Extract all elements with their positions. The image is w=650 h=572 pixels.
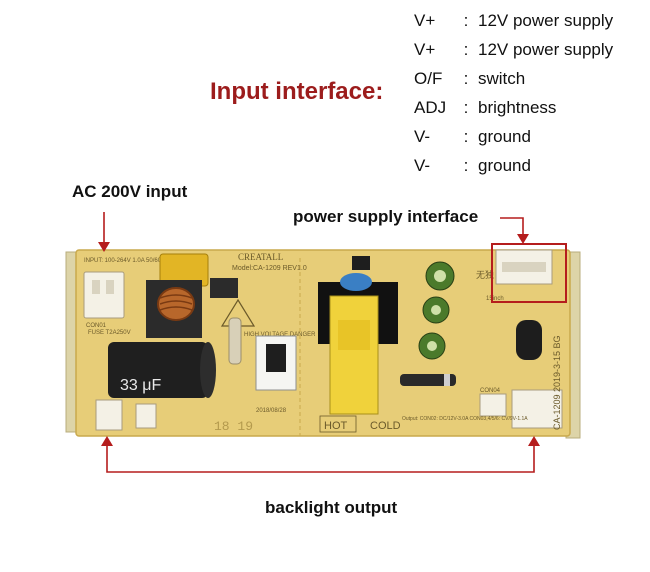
pin-code: ADJ xyxy=(414,98,447,117)
pin-row: V-:ground xyxy=(414,156,531,175)
pin-row: ADJ:brightness xyxy=(414,98,557,117)
pin-code: V+ xyxy=(414,11,436,30)
cold-label: COLD xyxy=(370,420,401,432)
diode xyxy=(400,374,456,386)
side-text: CA-1209 2019-3-15 BG xyxy=(552,335,562,430)
pins-mark: 15inch xyxy=(486,296,504,302)
date-code: 18 19 xyxy=(214,419,253,434)
ac-input-label: AC 200V input xyxy=(72,182,188,201)
power-interface-highlight xyxy=(491,243,567,303)
power-interface-label: power supply interface xyxy=(293,207,479,226)
pin-row: V+:12V power supply xyxy=(414,40,614,59)
bulk-capacitor xyxy=(108,342,208,398)
backlight-output-label: backlight output xyxy=(265,498,398,517)
pin-desc: 12V power supply xyxy=(478,40,614,59)
pin-desc: 12V power supply xyxy=(478,11,614,30)
pin-desc: ground xyxy=(478,127,531,146)
backlight-connector-right xyxy=(511,389,563,429)
hv-warning: HIGH VOLTAGE DANGER xyxy=(244,332,316,338)
inductor xyxy=(516,320,542,360)
pin-code: V+ xyxy=(414,40,436,59)
power-interface-arrow xyxy=(500,217,524,236)
hot-label: HOT xyxy=(324,420,348,432)
pin-row: O/F:switch xyxy=(414,69,526,88)
pin-desc: ground xyxy=(478,156,531,175)
pin-code: O/F xyxy=(414,69,443,88)
pin-row: V+:12V power supply xyxy=(414,11,614,30)
blue-capacitor xyxy=(340,273,372,291)
pin-desc: brightness xyxy=(478,98,557,117)
brand-text: CREATALL xyxy=(238,252,283,262)
input-interface-title: Input interface: xyxy=(210,78,384,105)
output-spec: Output: CON02: DC/12V-3.0A CON03,4/5/6: … xyxy=(402,416,528,422)
pin-code: V- xyxy=(414,156,431,175)
pin-row: V-:ground xyxy=(414,127,531,146)
fuse-label: FUSE T2A250V xyxy=(88,330,131,336)
pin-desc: switch xyxy=(478,69,526,88)
transformer xyxy=(329,295,379,415)
chinese-mark: 无独 xyxy=(476,269,494,281)
date-text: 2018/08/28 xyxy=(256,408,287,414)
resistor xyxy=(228,317,242,365)
model-text: Model:CA-1209 REV1.0 xyxy=(232,265,307,272)
con04-connector xyxy=(479,393,507,417)
con04-label: CON04 xyxy=(480,388,501,394)
con01-label: CON01 xyxy=(86,323,107,329)
backlight-connector-left xyxy=(95,399,123,431)
con01-connector xyxy=(83,271,125,319)
capacitor-label: 33 μF xyxy=(120,377,161,394)
pin-code: V- xyxy=(414,127,431,146)
backlight-arrow xyxy=(106,444,535,473)
input-spec-text: INPUT: 100-264V 1.0A 50/60Hz xyxy=(84,258,168,264)
